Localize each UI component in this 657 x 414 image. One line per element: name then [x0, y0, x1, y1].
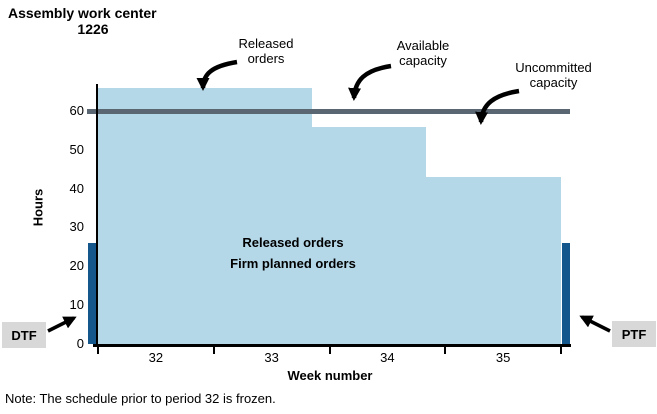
load-segment: [98, 87, 313, 344]
y-axis-title: Hours: [30, 188, 46, 227]
x-tick-mark: [328, 345, 331, 354]
x-tick-label: 32: [148, 350, 164, 365]
load-segment: [312, 126, 426, 344]
x-axis-title: Week number: [287, 368, 373, 383]
dtf-label-box: DTF: [2, 322, 46, 348]
released-orders-annotation-line2: orders: [247, 51, 285, 66]
note-text: Note: The schedule prior to period 32 is…: [5, 391, 276, 406]
y-tick-label: 20: [69, 258, 84, 273]
x-tick-label: 33: [264, 350, 279, 365]
uncommitted-capacity-annotation-line2: capacity: [529, 75, 578, 90]
y-axis-line: [96, 84, 98, 347]
y-tick-label: 40: [69, 180, 84, 196]
x-tick-label: 34: [380, 350, 395, 365]
uncommitted-capacity-arrow: [475, 88, 520, 125]
y-tick-label: 50: [69, 141, 84, 157]
dtf-fence-bar: [88, 242, 96, 344]
available-capacity-line: [87, 108, 570, 114]
ptf-arrow: [579, 315, 611, 333]
uncommitted-capacity-annotation: Uncommitted capacity: [496, 60, 611, 90]
x-axis-line: [93, 344, 571, 347]
area-label-line1: Released orders: [242, 235, 344, 250]
available-capacity-arrow: [348, 63, 392, 101]
x-tick-mark: [444, 345, 447, 354]
ptf-label-box: PTF: [612, 321, 656, 347]
y-tick-label: 10: [69, 296, 84, 312]
x-tick-label: 35: [495, 350, 511, 365]
y-tick-label: 0: [76, 335, 84, 351]
chart-title-line1: Assembly work center: [8, 5, 157, 21]
area-label-line2: Firm planned orders: [230, 256, 356, 271]
dtf-arrow: [47, 316, 77, 333]
ptf-fence-bar: [562, 242, 570, 347]
x-tick-mark: [560, 345, 562, 354]
released-orders-annotation: Released orders: [211, 36, 321, 66]
chart-title-line2: 1226: [77, 21, 109, 37]
uncommitted-capacity-annotation-line1: Uncommitted: [515, 60, 592, 75]
x-tick-mark: [212, 345, 215, 354]
x-tick-mark: [97, 345, 99, 354]
dtf-label: DTF: [11, 327, 37, 343]
available-capacity-annotation-line2: capacity: [399, 53, 447, 68]
y-tick-label: 30: [69, 219, 84, 235]
y-tick-label: 60: [69, 103, 84, 118]
available-capacity-annotation: Available capacity: [368, 38, 478, 68]
area-label: Released orders Firm planned orders: [173, 232, 413, 274]
released-orders-annotation-line1: Released: [238, 36, 294, 51]
chart-title: Assembly work center 1226: [8, 5, 178, 37]
ptf-label: PTF: [621, 326, 647, 342]
available-capacity-annotation-line1: Available: [396, 38, 450, 53]
load-segment: [425, 176, 561, 344]
